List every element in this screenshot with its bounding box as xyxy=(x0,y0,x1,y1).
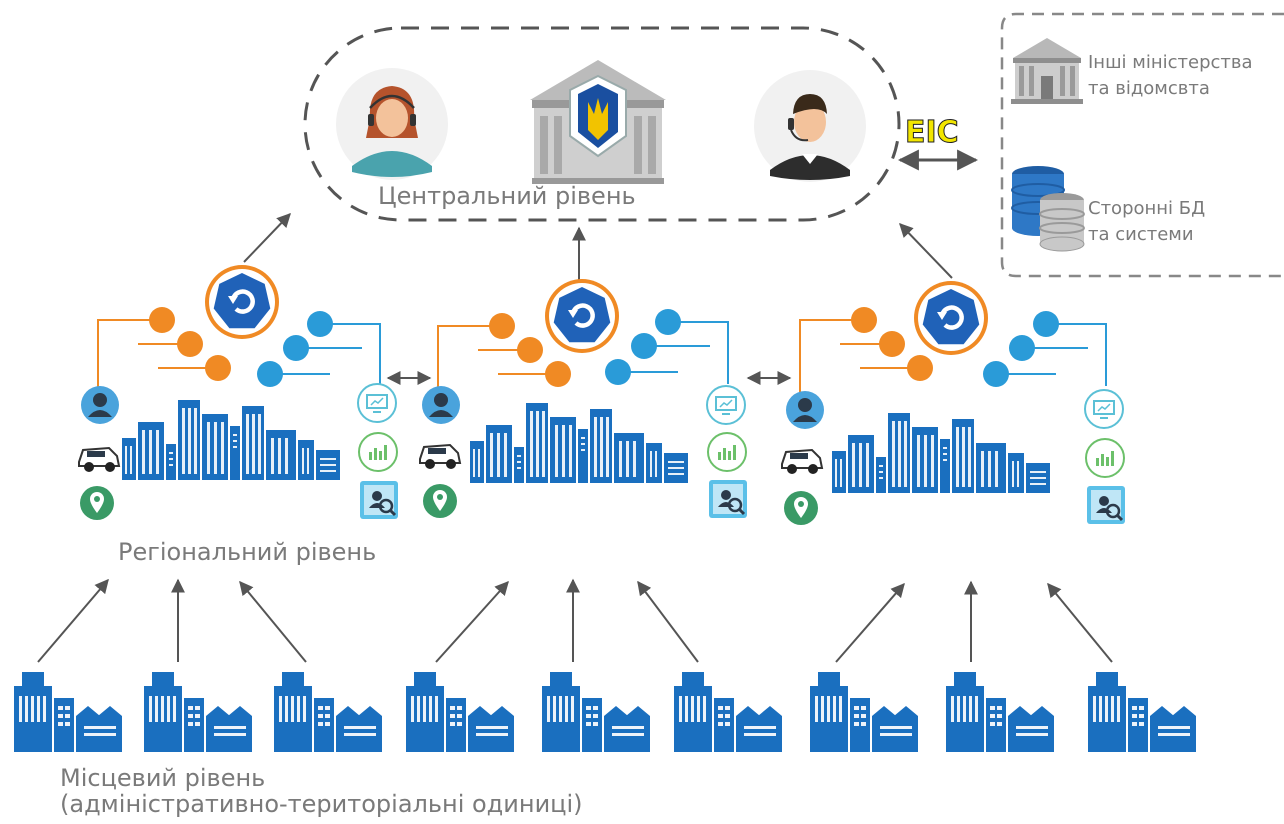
eis-label: ЕІС xyxy=(905,115,959,150)
car-icon xyxy=(781,449,823,475)
user-search-icon xyxy=(707,478,749,520)
arrow-up xyxy=(239,580,307,663)
car-icon xyxy=(78,447,120,473)
db-label-line1: Сторонні БД xyxy=(1088,198,1205,219)
orange-connectors xyxy=(799,306,934,397)
external-boundary xyxy=(1000,12,1284,278)
blue-connectors xyxy=(256,310,381,388)
city-skyline xyxy=(122,400,340,480)
external-systems-panel: Інші міністерства та відомсвта Сторонні … xyxy=(1000,12,1284,278)
arrow-up xyxy=(1047,582,1113,663)
user-search-icon xyxy=(1085,484,1127,526)
blue-connectors xyxy=(604,308,729,386)
local-level-label-line1: Місцевий рівень xyxy=(60,764,265,792)
local-unit-building xyxy=(274,672,382,752)
blue-connectors xyxy=(982,310,1107,388)
monitor-icon xyxy=(357,383,397,423)
location-pin-icon xyxy=(423,484,457,518)
ministries-label-line2: та відомсвта xyxy=(1088,78,1210,99)
police-building-icon xyxy=(530,60,666,184)
regional-cluster-2 xyxy=(419,279,749,520)
arrow-up xyxy=(435,580,509,663)
local-level-label-line2: (адміністративно-територіальні одиниці) xyxy=(60,790,583,818)
location-pin-icon xyxy=(80,486,114,520)
local-unit-building xyxy=(946,672,1054,752)
operator-female-icon xyxy=(336,68,448,180)
arrow-up xyxy=(37,578,109,663)
city-skyline xyxy=(832,413,1050,493)
sync-badge-icon xyxy=(914,281,988,355)
monitor-icon xyxy=(1084,389,1124,429)
chart-icon xyxy=(1085,438,1125,478)
arrow-up xyxy=(835,582,905,663)
local-unit-building xyxy=(406,672,514,752)
arrow-up xyxy=(637,580,699,663)
user-icon xyxy=(422,386,460,424)
location-pin-icon xyxy=(784,491,818,525)
ministry-building-icon xyxy=(1011,38,1083,104)
local-unit-building xyxy=(14,672,122,752)
user-icon xyxy=(786,391,824,429)
user-icon xyxy=(81,386,119,424)
regional-level-label: Регіональний рівень xyxy=(118,538,376,566)
city-skyline xyxy=(470,403,688,483)
arrow-up xyxy=(243,212,291,263)
regional-cluster-1 xyxy=(78,265,400,521)
arrow-up xyxy=(899,222,953,279)
ministries-label-line1: Інші міністерства xyxy=(1088,52,1253,73)
local-unit-building xyxy=(674,672,782,752)
regional-cluster-3 xyxy=(781,281,1127,526)
sync-badge-icon xyxy=(545,279,619,353)
local-units xyxy=(14,672,1196,752)
operator-male-icon xyxy=(754,70,866,182)
regional-to-central-arrows xyxy=(243,212,953,280)
central-level-label: Центральний рівень xyxy=(378,182,636,210)
local-unit-building xyxy=(1088,672,1196,752)
eis-connection: ЕІС xyxy=(897,115,979,171)
sync-badge-icon xyxy=(205,265,279,339)
central-boundary xyxy=(303,26,901,222)
car-icon xyxy=(419,444,461,470)
local-to-regional-arrows xyxy=(37,578,1113,663)
local-unit-building xyxy=(542,672,650,752)
central-level: Центральний рівень xyxy=(303,26,901,222)
monitor-icon xyxy=(706,385,746,425)
local-unit-building xyxy=(144,672,252,752)
database-icon xyxy=(1011,166,1085,252)
chart-icon xyxy=(707,432,747,472)
db-label-line2: та системи xyxy=(1088,224,1194,245)
user-search-icon xyxy=(358,479,400,521)
local-unit-building xyxy=(810,672,918,752)
chart-icon xyxy=(358,432,398,472)
